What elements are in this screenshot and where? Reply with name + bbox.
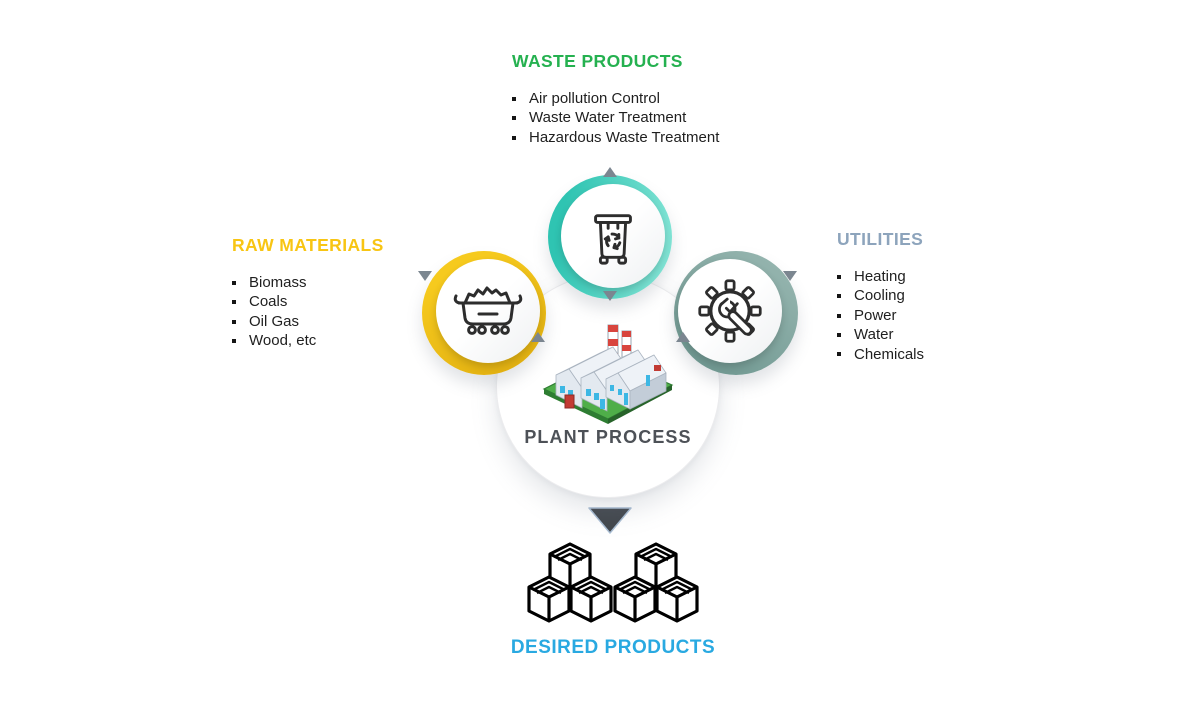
list-item: Air pollution Control	[512, 89, 719, 108]
square-bullet-icon	[232, 280, 236, 285]
chevron-down-icon	[783, 271, 797, 281]
product-cubes-icon	[527, 541, 699, 627]
chevron-down-icon	[603, 291, 617, 301]
square-bullet-icon	[232, 300, 236, 305]
waste-products-section: WASTE PRODUCTS Air pollution Control Was…	[512, 51, 719, 147]
plant-process-title: PLANT PROCESS	[524, 427, 692, 447]
waste-products-node-inner	[561, 184, 665, 288]
utilities-section: UTILITIES Heating Cooling Power Water Ch…	[837, 229, 924, 364]
desired-products-title: DESIRED PRODUCTS	[510, 637, 716, 658]
square-bullet-icon	[232, 338, 236, 343]
desired-products-section: DESIRED PRODUCTS	[450, 637, 776, 659]
list-item: Cooling	[837, 286, 924, 305]
square-bullet-icon	[837, 274, 841, 279]
check-icon	[724, 302, 739, 314]
raw-materials-node	[422, 251, 546, 375]
list-item: Power	[837, 306, 924, 325]
utilities-list: Heating Cooling Power Water Chemicals	[837, 267, 924, 364]
square-bullet-icon	[837, 294, 841, 299]
chevron-up-icon	[531, 332, 545, 342]
list-item: Chemicals	[837, 345, 924, 364]
square-bullet-icon	[837, 313, 841, 318]
list-item: Coals	[232, 292, 384, 311]
raw-materials-title: RAW MATERIALS	[232, 235, 384, 255]
list-item: Oil Gas	[232, 312, 384, 331]
gear-wrench-icon	[698, 279, 762, 343]
list-item: Wood, etc	[232, 331, 384, 350]
waste-products-list: Air pollution Control Waste Water Treatm…	[512, 89, 719, 147]
list-item: Biomass	[232, 273, 384, 292]
utilities-node	[674, 251, 798, 375]
recycle-arrows-icon	[603, 232, 622, 251]
square-bullet-icon	[837, 332, 841, 337]
square-bullet-icon	[837, 352, 841, 357]
mining-cart-icon	[453, 286, 523, 335]
raw-materials-node-inner	[436, 259, 540, 363]
raw-materials-list: Biomass Coals Oil Gas Wood, etc	[232, 273, 384, 351]
output-arrow-icon	[587, 506, 633, 536]
list-item: Water	[837, 325, 924, 344]
waste-products-title: WASTE PRODUCTS	[512, 51, 683, 71]
chevron-up-icon	[676, 332, 690, 342]
waste-products-node	[548, 175, 672, 299]
chevron-down-icon	[418, 271, 432, 281]
list-item: Heating	[837, 267, 924, 286]
square-bullet-icon	[512, 116, 516, 121]
factory-windows	[560, 365, 661, 409]
list-item: Hazardous Waste Treatment	[512, 128, 719, 147]
chevron-up-icon	[603, 167, 617, 177]
utilities-node-inner	[678, 259, 782, 363]
raw-materials-section: RAW MATERIALS Biomass Coals Oil Gas Wood…	[232, 235, 384, 351]
factory-illustration	[542, 319, 674, 425]
list-item: Waste Water Treatment	[512, 108, 719, 127]
square-bullet-icon	[512, 96, 516, 101]
utilities-title: UTILITIES	[837, 229, 924, 249]
recycle-bin-icon	[594, 214, 632, 265]
square-bullet-icon	[232, 319, 236, 324]
factory-icon	[542, 324, 674, 424]
square-bullet-icon	[512, 135, 516, 140]
